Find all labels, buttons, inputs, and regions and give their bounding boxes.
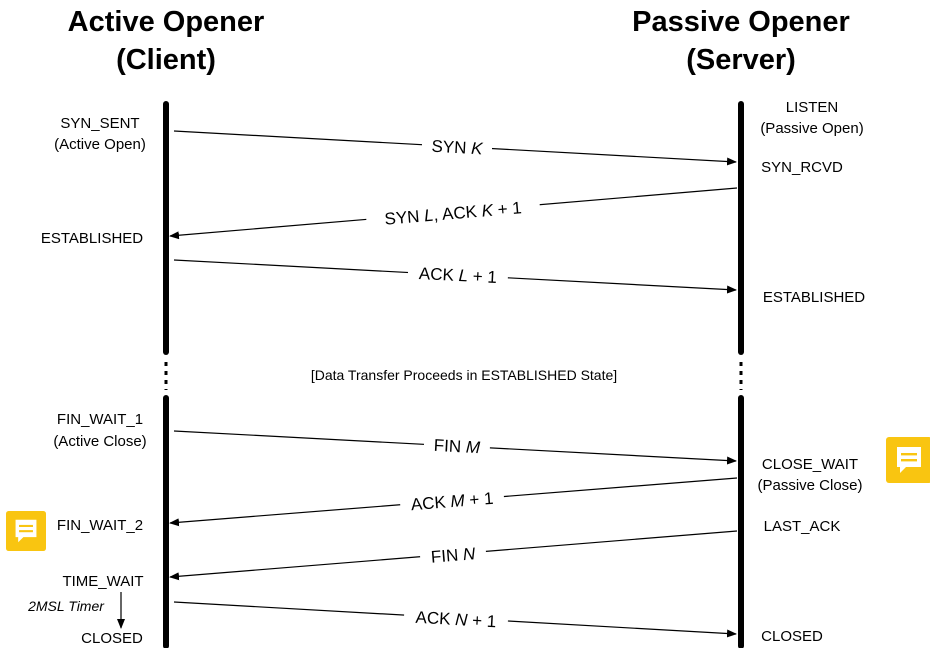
label-syn-k: SYN K — [422, 134, 492, 158]
comment-icon[interactable] — [6, 511, 46, 551]
svg-text:FIN N: FIN N — [430, 544, 476, 567]
client-state-fin-wait-1: FIN_WAIT_1 — [57, 411, 143, 428]
server-title-line2: (Server) — [686, 44, 796, 76]
server-state-closed: CLOSED — [761, 628, 823, 645]
client-state-fin-wait-1-note: (Active Close) — [53, 433, 146, 450]
client-state-closed: CLOSED — [81, 630, 143, 647]
svg-text:SYN L, ACK K + 1: SYN L, ACK K + 1 — [384, 198, 523, 228]
server-state-syn-rcvd: SYN_RCVD — [761, 159, 843, 176]
client-state-syn-sent: SYN_SENT — [60, 115, 139, 132]
label-syn-l-ack-k: SYN L, ACK K + 1 — [365, 192, 541, 232]
comment-icon[interactable] — [886, 437, 930, 483]
server-state-close-wait-note: (Passive Close) — [757, 477, 862, 494]
server-state-close-wait: CLOSE_WAIT — [762, 456, 858, 473]
label-ack-l: ACK L + 1 — [407, 259, 509, 287]
client-title-line1: Active Opener — [68, 6, 265, 38]
svg-text:ACK M + 1: ACK M + 1 — [410, 489, 494, 514]
data-transfer-note: [Data Transfer Proceeds in ESTABLISHED S… — [311, 367, 617, 383]
svg-text:ACK N + 1: ACK N + 1 — [415, 608, 497, 631]
server-title-line1: Passive Opener — [632, 6, 850, 38]
comment-icon-graphic — [6, 511, 46, 551]
client-state-time-wait: TIME_WAIT — [62, 573, 143, 590]
label-fin-m: FIN M — [423, 431, 491, 457]
svg-text:SYN K: SYN K — [431, 137, 484, 159]
label-ack-n: ACK N + 1 — [403, 603, 509, 631]
server-state-listen: LISTEN — [786, 99, 839, 116]
client-state-established: ESTABLISHED — [41, 230, 143, 247]
client-title-line2: (Client) — [116, 44, 216, 76]
server-state-established: ESTABLISHED — [763, 289, 865, 306]
comment-icon-graphic — [886, 437, 930, 483]
label-ack-m: ACK M + 1 — [399, 483, 505, 514]
label-fin-n: FIN N — [419, 539, 487, 567]
client-timer-label: 2MSL Timer — [27, 598, 105, 614]
svg-text:FIN M: FIN M — [433, 436, 481, 457]
client-state-syn-sent-note: (Active Open) — [54, 136, 146, 153]
server-state-last-ack: LAST_ACK — [764, 518, 841, 535]
client-state-fin-wait-2: FIN_WAIT_2 — [57, 517, 143, 534]
svg-text:ACK L + 1: ACK L + 1 — [418, 264, 497, 287]
server-state-listen-note: (Passive Open) — [760, 120, 863, 137]
